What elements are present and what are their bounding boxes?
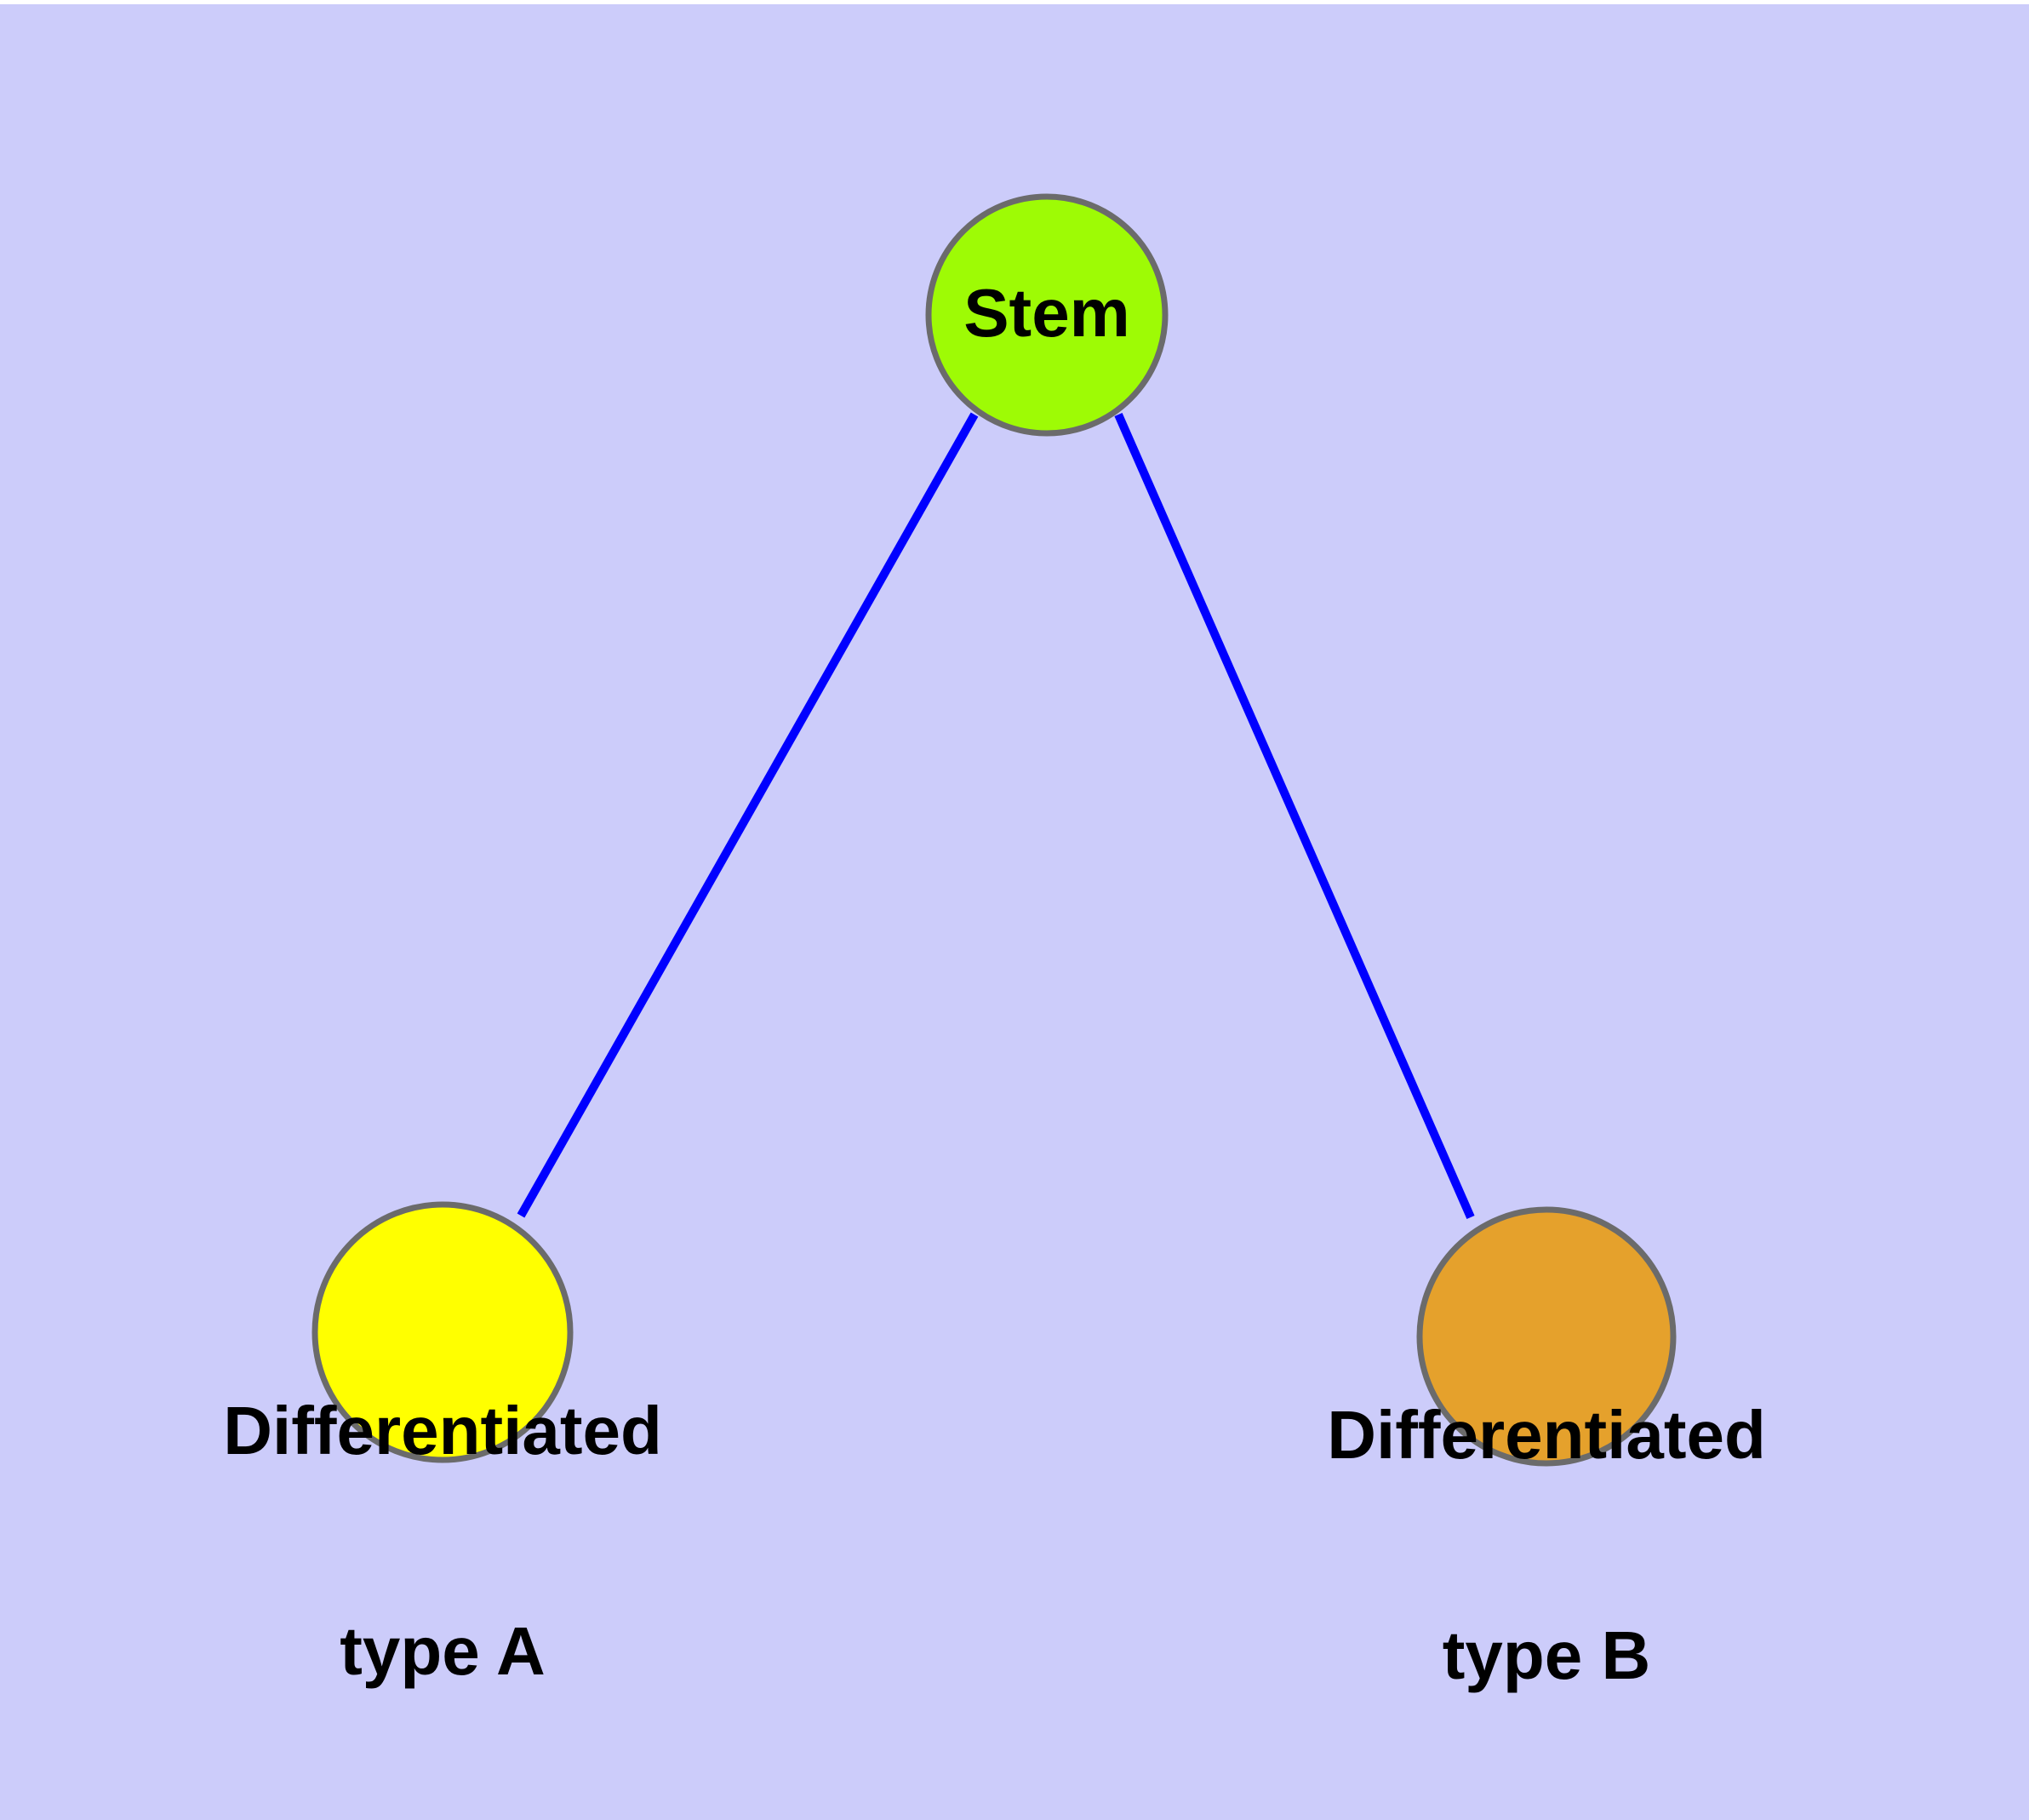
node-layer bbox=[311, 193, 1677, 1467]
edge-layer bbox=[517, 412, 1475, 1220]
node-differentiated-a-circle[interactable] bbox=[311, 1201, 574, 1463]
node-stem-circle[interactable] bbox=[925, 193, 1169, 437]
edge-stem-to-differentiated-a[interactable] bbox=[517, 412, 979, 1218]
edge-stem-to-differentiated-b[interactable] bbox=[1114, 412, 1475, 1220]
canvas-top-margin bbox=[0, 0, 2029, 4]
node-differentiated-b-circle[interactable] bbox=[1416, 1206, 1677, 1467]
